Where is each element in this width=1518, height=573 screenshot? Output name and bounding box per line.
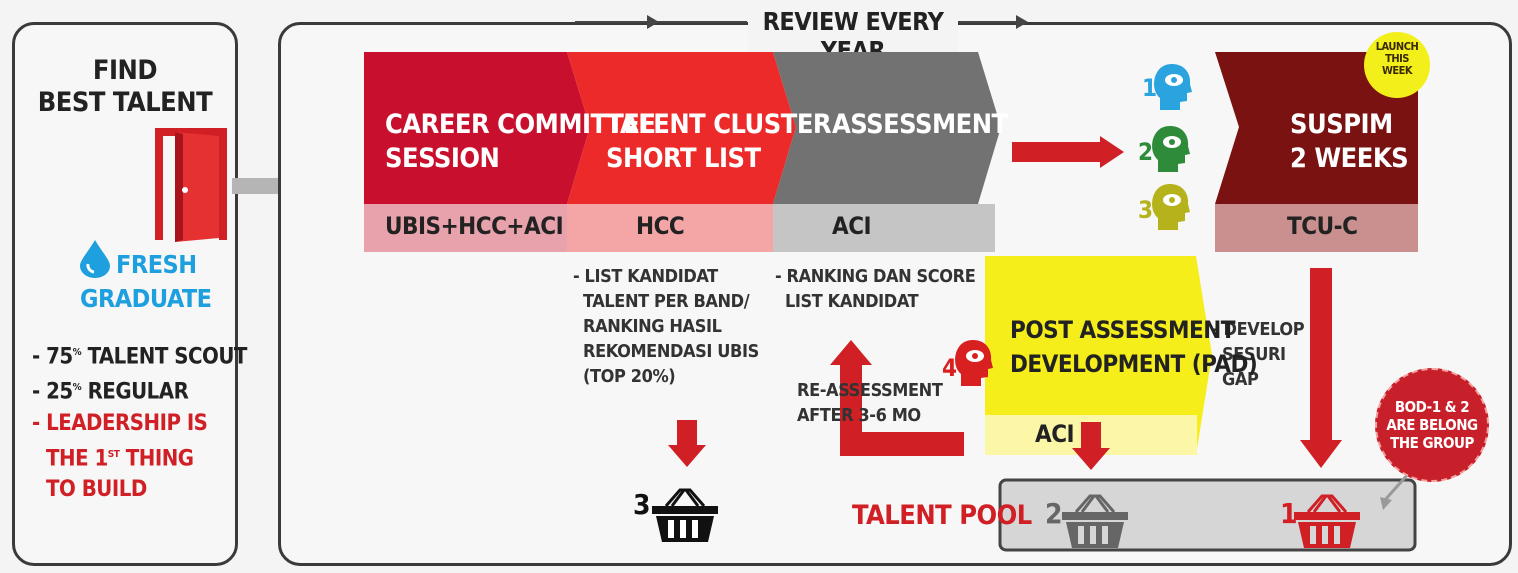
head-1-icon (1154, 64, 1192, 110)
water-drop-icon (80, 240, 110, 278)
leadership-note: - LEADERSHIP IS THE 1ST THING TO BUILD (32, 410, 208, 502)
assessment-step (773, 52, 1001, 204)
head-2-icon (1152, 126, 1190, 172)
open-door-icon (155, 128, 227, 242)
title-line-1: FIND (92, 55, 158, 86)
talent-cluster-step (567, 52, 796, 204)
fresh-graduate-label: FRESH GRADUATE (80, 248, 212, 316)
head-2-label: 2 (1138, 138, 1153, 166)
career-committee-owner: UBIS+HCC+ACI (385, 212, 564, 240)
assessment-to-heads-arrow (1012, 136, 1124, 168)
fresh-line: FRESH (116, 250, 197, 279)
basket-1-icon (1294, 494, 1360, 548)
basket-3-number: 3 (633, 488, 651, 521)
suspim-down-arrow (1300, 268, 1342, 468)
basket-1-number: 1 (1280, 497, 1298, 530)
bullet-talent-scout: - 75% TALENT SCOUT (32, 344, 247, 370)
talent-pool-label: TALENT POOL (852, 500, 1032, 531)
talent-cluster-down-arrow (668, 420, 706, 467)
review-arrow-right (958, 15, 1028, 29)
pad-owner: ACI (1035, 420, 1075, 448)
assessment-owner-bar (773, 204, 995, 252)
career-committee-owner-bar (364, 204, 577, 252)
basket-2-number: 2 (1045, 497, 1063, 530)
head-1-label: 1 (1142, 74, 1157, 102)
suspim-owner-bar (1215, 204, 1418, 252)
suspim-step (1215, 52, 1418, 204)
talent-cluster-notes: - LIST KANDIDAT TALENT PER BAND/ RANKING… (573, 266, 759, 387)
head-4-icon (955, 340, 993, 386)
pad-step (985, 256, 1212, 455)
find-best-talent-panel (12, 22, 238, 566)
find-best-talent-title: FIND BEST TALENT (12, 55, 238, 119)
talent-cluster-owner-bar (567, 204, 773, 252)
bullet-regular: - 25% REGULAR (32, 379, 189, 405)
head-3-label: 3 (1138, 196, 1153, 224)
assessment-title: ASSESSMENT (832, 109, 1008, 140)
assessment-notes: - RANKING DAN SCORE LIST KANDIDAT (775, 266, 976, 312)
suspim-owner: TCU-C (1287, 212, 1358, 240)
basket-2-icon (1062, 494, 1128, 548)
reassessment-loop-arrow (830, 340, 964, 456)
review-arrow-left (575, 15, 747, 29)
head-3-icon (1152, 184, 1190, 230)
basket-3-icon (652, 488, 718, 542)
talent-source-list: - 75% TALENT SCOUT - 25% REGULAR - LEADE… (32, 337, 247, 505)
reassessment-notes: RE-ASSESSMENT AFTER 3-6 MO (797, 380, 943, 426)
title-line-2: BEST TALENT (37, 87, 213, 118)
career-committee-step (364, 52, 590, 204)
suspim-notes: - DEVELOP SESURI GAP (1212, 319, 1305, 390)
pad-down-arrow (1072, 422, 1110, 470)
head-4-label: 4 (942, 354, 957, 382)
assessment-owner: ACI (832, 212, 872, 240)
talent-cluster-owner: HCC (636, 212, 685, 240)
graduate-line: GRADUATE (80, 284, 212, 313)
